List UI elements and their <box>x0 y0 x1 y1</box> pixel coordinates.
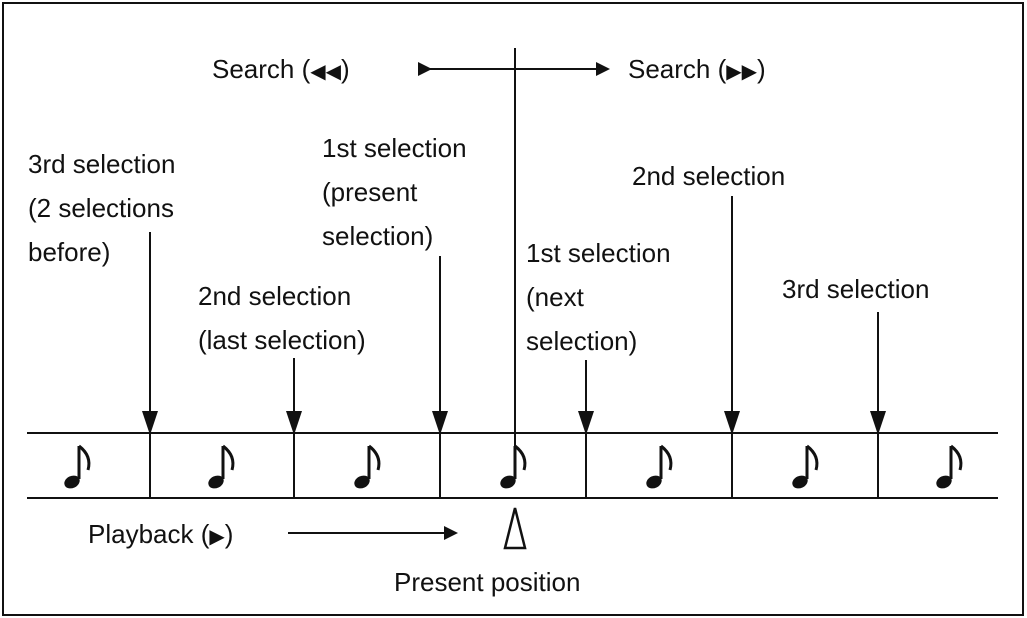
label-1st-next: 1st selection (next selection) <box>526 238 678 356</box>
label-2nd-last: 2nd selection (last selection) <box>198 281 366 355</box>
label-1st-present: 1st selection (present selection) <box>322 133 474 251</box>
label-2nd-next: 2nd selection <box>632 161 785 191</box>
triangle-pointer-icon <box>503 507 527 550</box>
eighth-note-icon <box>350 444 381 493</box>
label-3rd-before: 3rd selection (2 selections before) <box>28 149 183 267</box>
present-position-label: Present position <box>394 567 580 597</box>
eighth-note-icon <box>496 444 527 493</box>
playback-label: Playback (▶) <box>88 519 233 549</box>
label-3rd-next: 3rd selection <box>782 274 929 304</box>
eighth-note-icon <box>932 444 963 493</box>
eighth-note-icon <box>788 444 819 493</box>
search-forward-label: Search (▶▶) <box>628 54 766 84</box>
search-back-label: Search (◀◀) <box>212 54 350 84</box>
eighth-note-icon <box>204 444 235 493</box>
eighth-note-icon <box>60 444 91 493</box>
eighth-note-icon <box>642 444 673 493</box>
